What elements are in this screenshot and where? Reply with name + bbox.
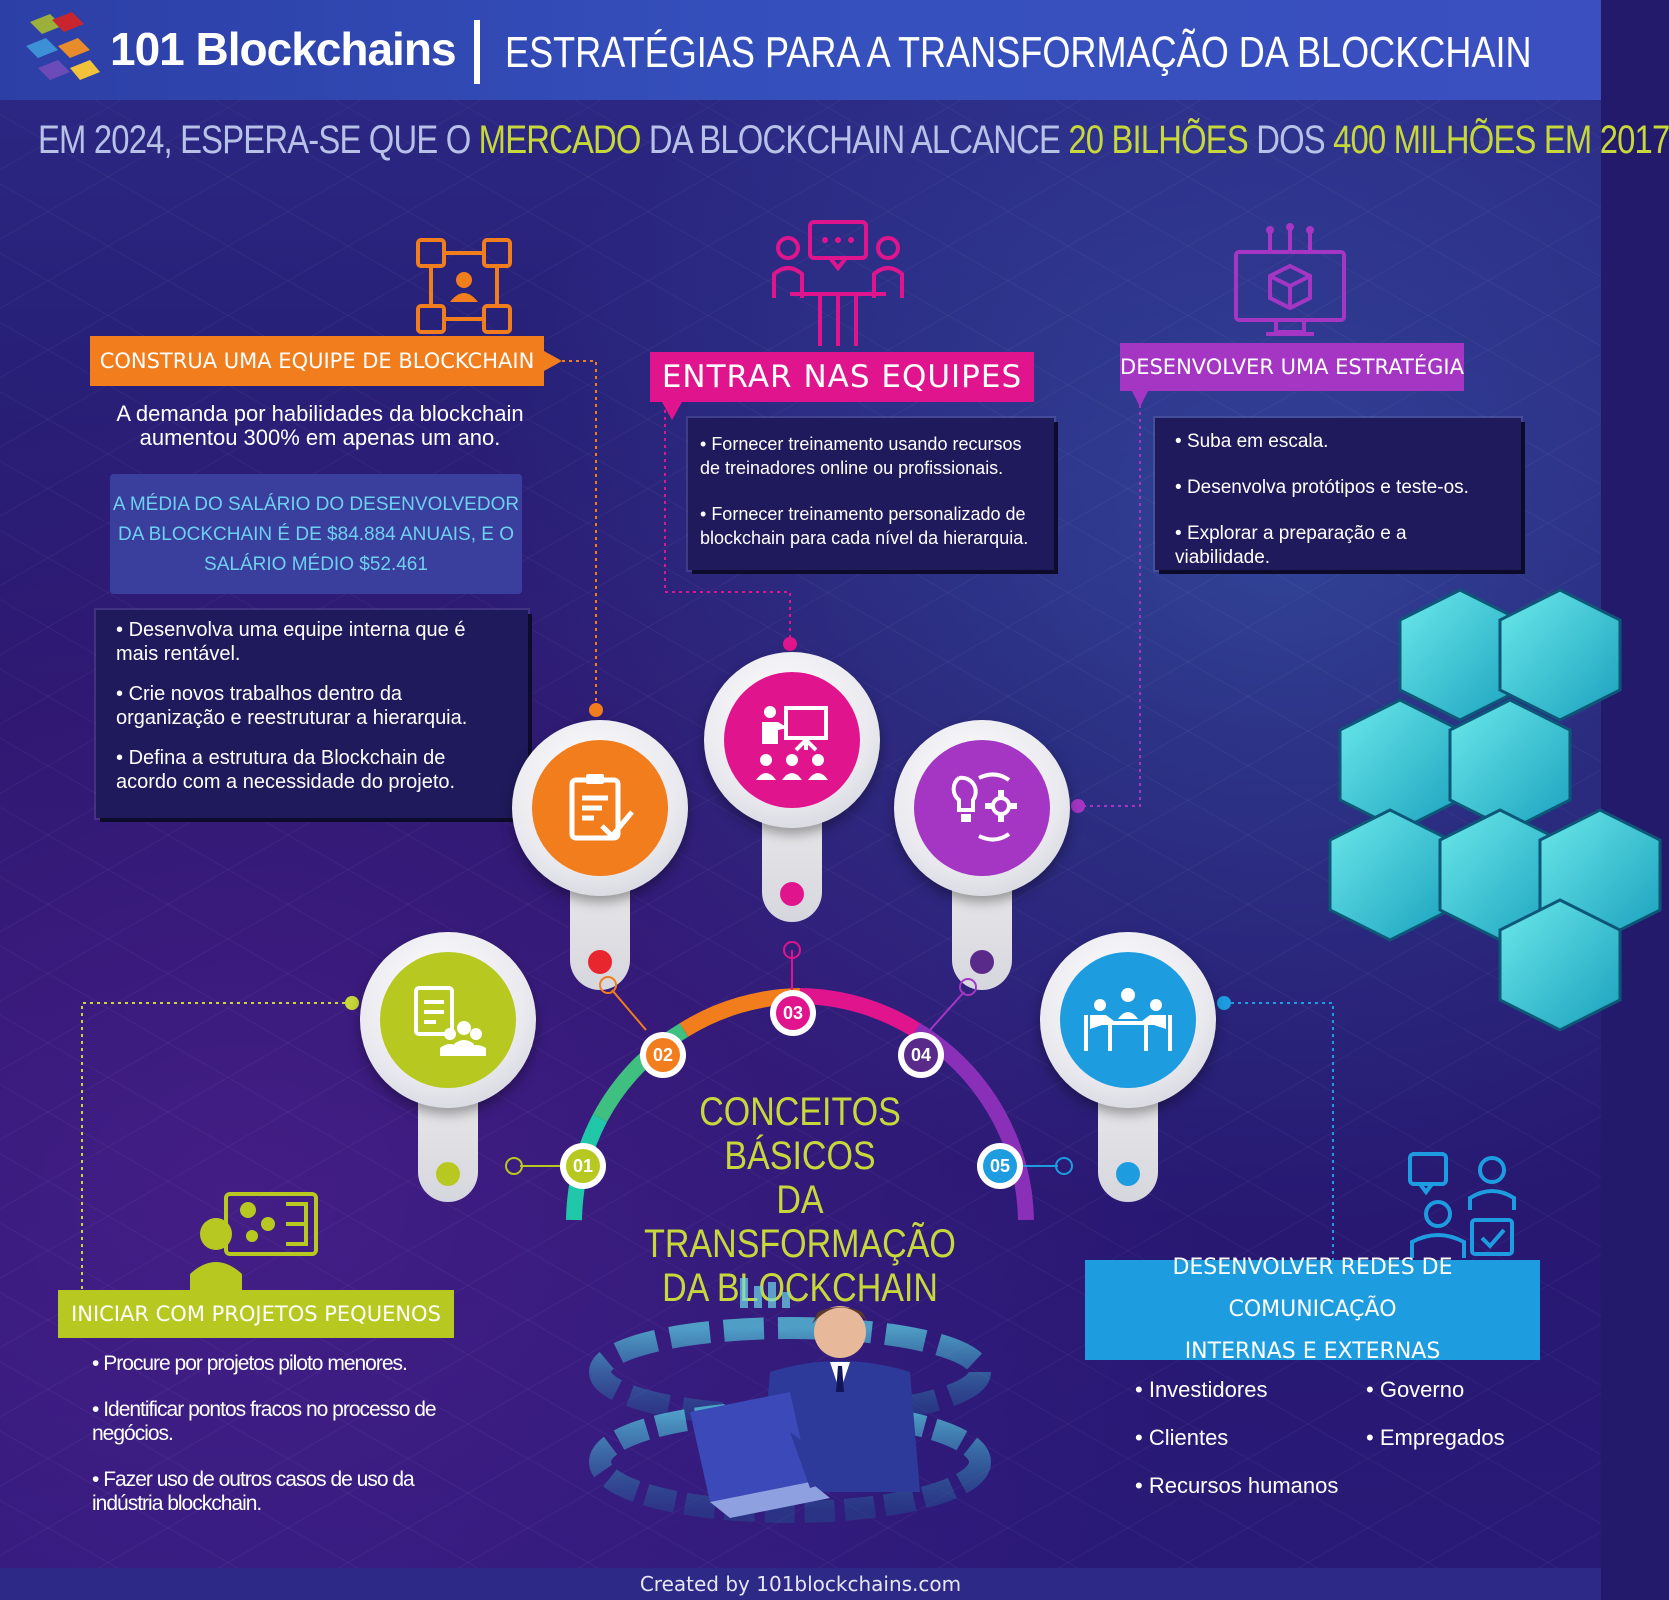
headline-highlight: 400 MILHÕES EM 2017 <box>1333 118 1669 162</box>
businessman-laptop-illustration <box>589 1278 991 1523</box>
pin-core <box>1060 952 1196 1088</box>
support-people-icon <box>1408 1152 1516 1258</box>
pin-core <box>914 740 1050 876</box>
clipboard-check-icon <box>569 774 634 841</box>
idea-gear-icon <box>951 772 1017 842</box>
step-02-badge: 02 <box>640 1032 686 1078</box>
stakeholders-col-2: Governo Empregados <box>1366 1366 1505 1462</box>
headline-text: DA BLOCKCHAIN ALCANCE <box>640 118 1069 162</box>
network-label-line: DESENVOLVER REDES DE COMUNICAÇÃO <box>1172 1255 1453 1322</box>
pin-core <box>724 672 860 808</box>
pin-core <box>532 740 668 876</box>
presentation-icon <box>756 706 828 780</box>
center-title: CONCEITOS BÁSICOS DA TRANSFORMAÇÃO DA BL… <box>639 1090 962 1310</box>
clipboard-people-icon <box>414 986 486 1056</box>
step-05-badge: 05 <box>977 1143 1023 1189</box>
headline-text: EM 2024, ESPERA-SE QUE O <box>38 118 479 162</box>
team-network-icon <box>416 238 512 334</box>
logo-cubes-icon <box>26 12 100 80</box>
list-item: Investidores <box>1135 1366 1338 1414</box>
pin-dot <box>588 950 612 974</box>
pin-core <box>380 952 516 1088</box>
page-title: ESTRATÉGIAS PARA A TRANSFORMAÇÃO DA BLOC… <box>505 28 1532 77</box>
person-gears-icon <box>190 1192 318 1290</box>
pin-dot <box>780 882 804 906</box>
headline-text: DOS <box>1247 118 1334 162</box>
pin-dot <box>1116 1162 1140 1186</box>
step-number: 04 <box>904 1038 938 1072</box>
list-item: Desenvolva uma equipe interna que é mais… <box>116 618 508 666</box>
list-item: Fornecer treinamento usando recursos de … <box>700 432 1042 480</box>
step-number: 05 <box>983 1149 1017 1183</box>
header-separator <box>474 20 480 84</box>
pin-dot <box>970 950 994 974</box>
list-item: Suba em escala. <box>1175 430 1501 454</box>
demand-text: A demanda por habilidades da blockchain … <box>116 401 524 450</box>
stakeholders-col-1: Investidores Clientes Recursos humanos <box>1135 1366 1339 1510</box>
build-team-list: Desenvolva uma equipe interna que é mais… <box>96 610 528 818</box>
list-item: Governo <box>1366 1366 1505 1414</box>
join-teams-list: Fornecer treinamento usando recursos de … <box>688 418 1054 570</box>
header-bar: 101 Blockchains ESTRATÉGIAS PARA A TRANS… <box>0 0 1601 100</box>
market-headline: EM 2024, ESPERA-SE QUE O MERCADO DA BLOC… <box>38 118 1669 163</box>
meeting-icon <box>772 220 904 346</box>
small-projects-list: Procure por projetos piloto menores. Ide… <box>92 1352 472 1538</box>
network-label-line: INTERNAS E EXTERNAS <box>1184 1339 1441 1364</box>
network-label: DESENVOLVER REDES DE COMUNICAÇÃO INTERNA… <box>1085 1255 1540 1364</box>
step-number: 01 <box>566 1149 600 1183</box>
list-item: Defina a estrutura da Blockchain de acor… <box>116 746 508 794</box>
list-item: Empregados <box>1366 1414 1505 1462</box>
headline-highlight: 20 BILHÕES <box>1068 118 1248 162</box>
step-number: 02 <box>646 1038 680 1072</box>
meeting-table-icon <box>1084 988 1172 1051</box>
salary-box: A MÉDIA DO SALÁRIO DO DESENVOLVEDOR DA B… <box>110 474 522 594</box>
center-title-line: DA TRANSFORMAÇÃO <box>644 1178 956 1266</box>
footer-credit: Created by 101blockchains.com <box>0 1568 1601 1600</box>
list-item: Explorar a preparação e a viabilidade. <box>1175 522 1501 570</box>
list-item: Fazer uso de outros casos de uso da indú… <box>92 1468 472 1516</box>
step-04-badge: 04 <box>898 1032 944 1078</box>
step-01-badge: 01 <box>560 1143 606 1189</box>
hexagon-blocks-decoration <box>1328 588 1662 1032</box>
step-number: 03 <box>776 996 810 1030</box>
center-title-line: DA BLOCKCHAIN <box>662 1266 938 1310</box>
list-item: Desenvolva protótipos e teste-os. <box>1175 476 1501 500</box>
headline-highlight: MERCADO <box>478 118 642 162</box>
list-item: Crie novos trabalhos dentro da organizaç… <box>116 682 508 730</box>
step-connector-lines <box>505 941 1073 1175</box>
step-03-badge: 03 <box>770 990 816 1036</box>
build-team-label: CONSTRUA UMA EQUIPE DE BLOCKCHAIN <box>90 336 562 386</box>
brand-name: 101 Blockchains <box>110 23 457 75</box>
center-title-line: CONCEITOS BÁSICOS <box>699 1090 901 1178</box>
strategy-label: DESENVOLVER UMA ESTRATÉGIA <box>1120 343 1464 407</box>
list-item: Identificar pontos fracos no processo de… <box>92 1398 472 1446</box>
list-item: Clientes <box>1135 1414 1338 1462</box>
list-item: Fornecer treinamento personalizado de bl… <box>700 502 1042 550</box>
pin-dot <box>436 1162 460 1186</box>
small-projects-label: INICIAR COM PROJETOS PEQUENOS <box>58 1290 454 1338</box>
monitor-cube-icon <box>1234 223 1346 336</box>
strategy-list: Suba em escala. Desenvolva protótipos e … <box>1155 418 1521 570</box>
list-item: Procure por projetos piloto menores. <box>92 1352 472 1376</box>
join-teams-label: ENTRAR NAS EQUIPES <box>650 352 1034 420</box>
list-item: Recursos humanos <box>1135 1462 1339 1510</box>
